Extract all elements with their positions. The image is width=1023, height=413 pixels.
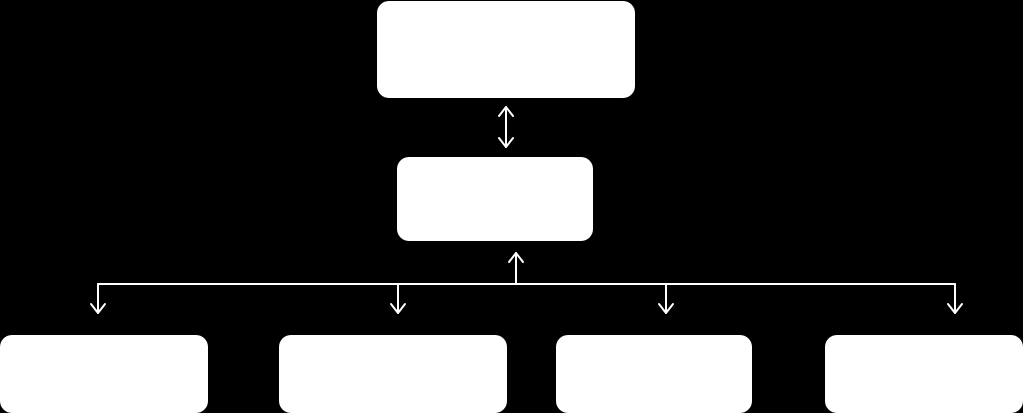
middle-node (397, 157, 593, 241)
bus-to-bottom-node-1-arrow (90, 283, 106, 314)
bus-to-bottom-node-3-arrow (658, 283, 674, 314)
top-middle-double-arrow (498, 106, 514, 148)
bus-to-bottom-node-4-arrow (947, 283, 963, 314)
top-node (377, 1, 635, 98)
bus-to-middle-arrow (508, 252, 524, 285)
bus-to-bottom-node-2-arrow (390, 283, 406, 314)
bottom-node-2 (279, 335, 507, 413)
bottom-node-4 (825, 335, 1023, 413)
bottom-node-1 (0, 335, 208, 413)
bottom-node-3 (556, 335, 752, 413)
